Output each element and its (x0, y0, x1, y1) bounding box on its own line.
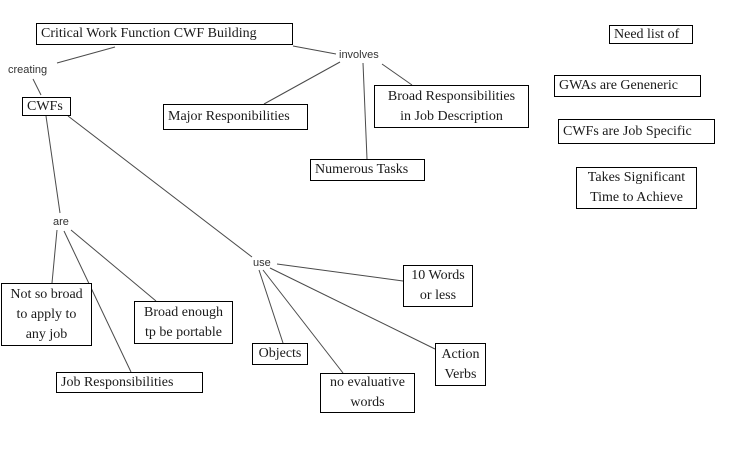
node-gwas-generic[interactable]: GWAs are Geneneric (554, 75, 701, 97)
node-not-so-broad-label: any job (25, 326, 68, 342)
node-broad-enough-label: Broad enough (144, 304, 223, 320)
node-major-responsibilities[interactable]: Major Responibilities (163, 104, 308, 130)
node-numerous-tasks-label: Numerous Tasks (315, 162, 409, 177)
edge-cwfs-to-use[interactable] (67, 115, 253, 258)
node-broad-responsibilities-label: Broad Responsibilities (387, 88, 516, 104)
node-no-evaluative-words-label: no evaluative (329, 375, 406, 390)
node-broad-responsibilities[interactable]: Broad Responsibilities in Job Description (374, 85, 529, 128)
node-objects-label: Objects (258, 346, 302, 361)
edge-use-to-noeval[interactable] (262, 269, 344, 374)
node-not-so-broad-label: to apply to (16, 306, 77, 322)
edge-creating-to-building[interactable] (56, 46, 116, 64)
node-broad-enough-label: tp be portable (145, 324, 222, 340)
node-action-verbs-label: Verbs (444, 366, 477, 382)
node-numerous-tasks[interactable]: Numerous Tasks (310, 159, 425, 181)
link-label-are[interactable]: are (53, 216, 69, 228)
link-label-use[interactable]: use (253, 257, 271, 269)
link-label-creating[interactable]: creating (8, 64, 48, 76)
node-need-list-of[interactable]: Need list of (609, 25, 693, 44)
node-not-so-broad[interactable]: Not so broad to apply to any job (1, 283, 92, 346)
node-broad-responsibilities-label: in Job Description (400, 108, 503, 124)
node-cwfs-job-specific-label: CWFs are Job Specific (563, 123, 692, 139)
edge-building-to-involves[interactable] (292, 45, 337, 55)
node-need-list-of-label: Need list of (614, 26, 680, 42)
edge-involves-to-major[interactable] (263, 61, 341, 105)
node-not-so-broad-label: Not so broad (10, 286, 83, 302)
node-broad-enough[interactable]: Broad enough tp be portable (134, 301, 233, 344)
link-label-involves[interactable]: involves (339, 49, 379, 61)
node-cwfs-job-specific[interactable]: CWFs are Job Specific (558, 119, 715, 144)
node-ten-words-or-less-label: or less (419, 288, 457, 303)
edge-are-to-broadenough[interactable] (70, 229, 157, 302)
edge-involves-to-numerous[interactable] (362, 62, 368, 160)
edge-cwfs-to-are[interactable] (45, 115, 61, 214)
node-gwas-generic-label: GWAs are Geneneric (559, 78, 678, 93)
node-job-responsibilities-label: Job Responsibilities (61, 374, 174, 390)
edge-use-to-tenwords[interactable] (276, 263, 404, 282)
node-no-evaluative-words-label: words (350, 395, 385, 410)
edge-use-to-objects[interactable] (258, 269, 284, 344)
node-ten-words-or-less[interactable]: 10 Words or less (403, 265, 473, 307)
edge-creating-to-cwfs[interactable] (32, 78, 42, 96)
node-cwf-building[interactable]: Critical Work Function CWF Building (36, 23, 293, 45)
node-cwf-building-label: Critical Work Function CWF Building (41, 26, 257, 41)
edge-use-to-actionverbs[interactable] (269, 267, 436, 350)
node-major-responsibilities-label: Major Responibilities (168, 109, 290, 124)
node-takes-time-label: Takes Significant (587, 170, 686, 185)
node-objects[interactable]: Objects (252, 343, 308, 365)
node-ten-words-or-less-label: 10 Words (411, 268, 465, 283)
node-cwfs[interactable]: CWFs (22, 97, 71, 116)
edge-are-to-notsobroad[interactable] (51, 229, 58, 284)
node-no-evaluative-words[interactable]: no evaluative words (320, 373, 415, 413)
node-takes-time-label: Time to Achieve (590, 190, 683, 205)
node-job-responsibilities[interactable]: Job Responsibilities (56, 372, 203, 393)
edge-are-to-jobresp[interactable] (63, 230, 132, 373)
edge-involves-to-broadresp[interactable] (381, 63, 413, 86)
node-cwfs-label: CWFs (27, 98, 63, 114)
node-action-verbs-label: Action (441, 346, 480, 362)
